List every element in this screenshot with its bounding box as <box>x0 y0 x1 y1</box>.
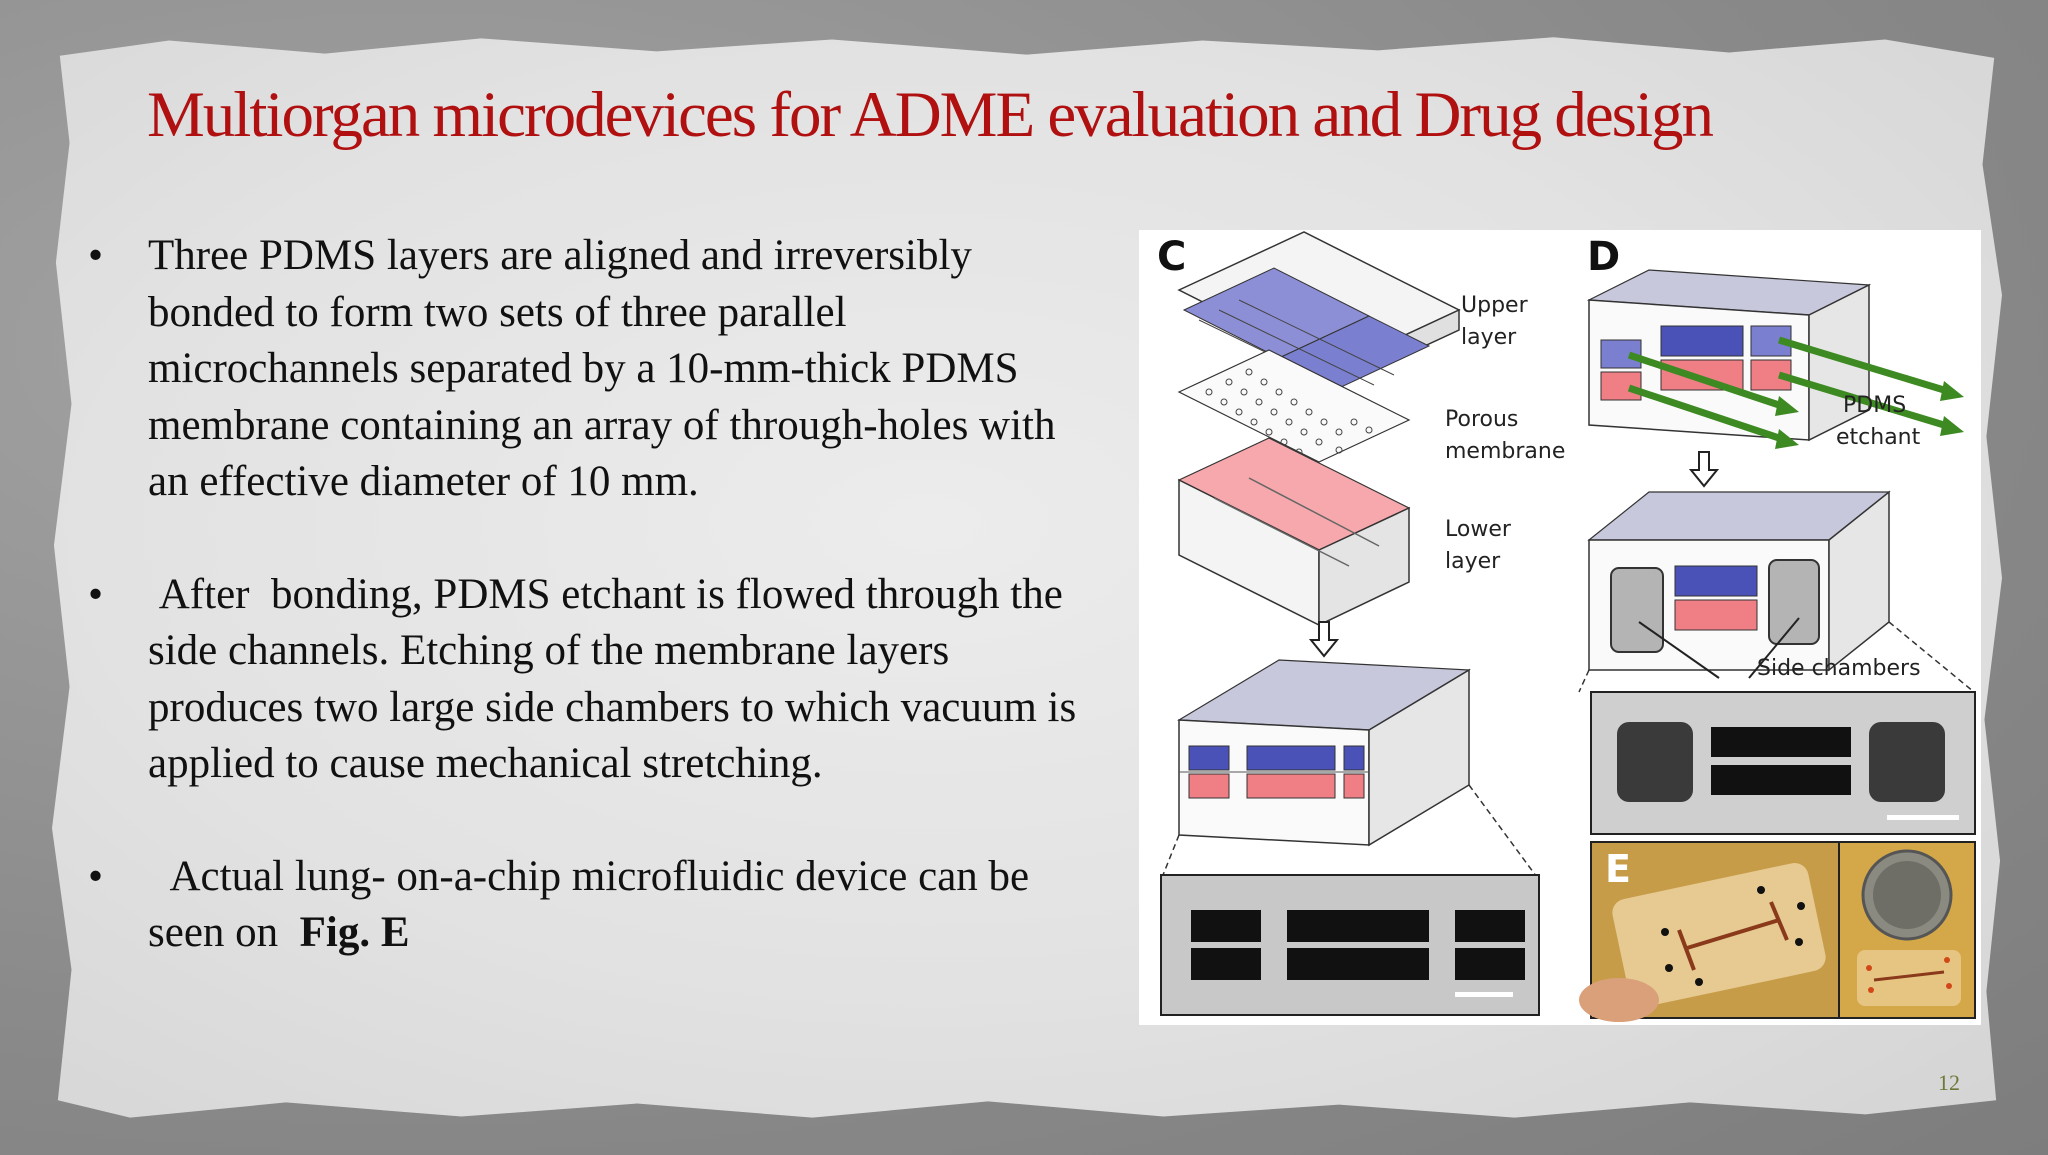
upper-layer-block <box>1177 231 1461 396</box>
device-photo: E <box>1579 841 1840 1022</box>
bullet-list: • Three PDMS layers are aligned and irre… <box>88 228 1098 1018</box>
zoom-line <box>1160 834 1180 881</box>
porous-membrane <box>1177 349 1411 463</box>
zoom-line <box>1468 784 1540 881</box>
bullet-text: Three PDMS layers are aligned and irreve… <box>148 232 1056 505</box>
etchant-arrows <box>1627 336 1946 442</box>
figure-reference: Fig. E <box>299 909 410 956</box>
down-arrow-icon <box>1688 451 1720 488</box>
zoom-line <box>1888 621 1975 693</box>
etchant-label: PDMS <box>1843 393 1906 418</box>
lower-layer-label-2: layer <box>1445 549 1501 574</box>
down-arrow-icon <box>1308 621 1340 658</box>
coin-photo <box>1838 841 1976 1019</box>
bullet-text: Actual lung- on-a-chip microfluidic devi… <box>148 852 1040 957</box>
pointer-line <box>1638 621 1720 679</box>
device-d-top <box>1586 269 1872 442</box>
panel-d-label: D <box>1587 234 1620 280</box>
upper-layer-label: Upper <box>1461 293 1529 318</box>
porous-label: Porous <box>1445 407 1518 432</box>
micrograph-d <box>1590 691 1976 835</box>
device-diagram: C <box>1157 231 1976 1022</box>
micrograph-c <box>1160 874 1540 1016</box>
assembled-device <box>1177 659 1471 847</box>
arrow-head-icon <box>1775 381 1964 449</box>
bullet-marker: • <box>88 570 104 618</box>
porous-label-2: membrane <box>1445 439 1565 464</box>
bullet-marker: • <box>88 852 104 900</box>
bullet-marker: • <box>88 232 104 279</box>
slide-title: Multiorgan microdevices for ADME evaluat… <box>147 79 1714 151</box>
pointer-line <box>1748 617 1800 679</box>
lower-layer-block <box>1177 437 1411 627</box>
etchant-label-2: etchant <box>1836 425 1921 450</box>
device-d-bottom <box>1587 490 1891 672</box>
lower-layer-label: Lower <box>1445 517 1512 542</box>
page-number: 12 <box>1938 1070 1960 1095</box>
bullet-item: • After bonding, PDMS etchant is flowed … <box>88 567 1098 793</box>
bullet-item: • Three PDMS layers are aligned and irre… <box>88 228 1098 511</box>
panel-c-label: C <box>1157 234 1186 280</box>
bullet-item: • Actual lung- on-a-chip microfluidic de… <box>88 849 1098 962</box>
bullet-text: After bonding, PDMS etchant is flowed th… <box>148 570 1087 788</box>
side-chambers-label: Side chambers <box>1757 656 1921 681</box>
panel-e-label: E <box>1605 847 1631 891</box>
zoom-line <box>1578 669 1590 693</box>
upper-layer-label-2: layer <box>1461 325 1517 350</box>
device-figure: C <box>1139 230 1981 1025</box>
